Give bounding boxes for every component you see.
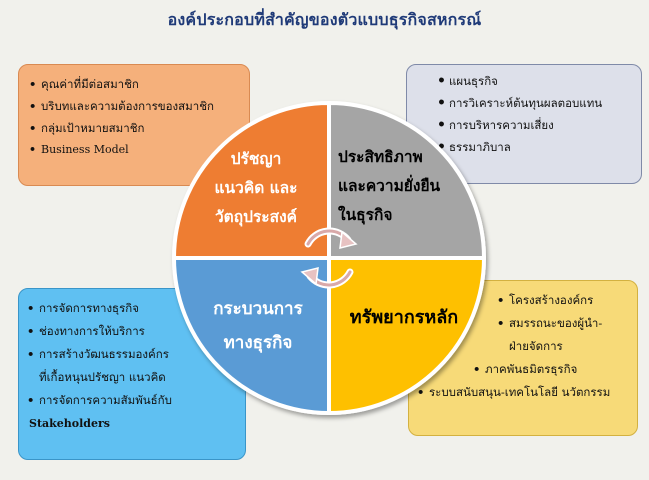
label-line: กระบวนการ [213, 299, 303, 319]
box-item: การบริหารความเสี่ยง [435, 114, 635, 136]
label-line: ปรัชญา [230, 149, 282, 168]
quadrant-label-process: กระบวนการ ทางธุรกิจ [196, 292, 320, 360]
label-line: แนวคิด และ [214, 178, 298, 197]
label-line: ในธุรกิจ [338, 205, 393, 224]
quadrant-label-efficiency: ประสิทธิภาพ และความยั่งยืน ในธุรกิจ [338, 142, 478, 229]
box-item: กลุ่มเป้าหมายสมาชิก [27, 117, 241, 139]
quadrant-resources [327, 256, 487, 416]
quadrant-efficiency [327, 100, 487, 260]
quadrant-process [171, 256, 331, 416]
box-item: โครงสร้างองค์กร [495, 289, 633, 312]
box-item: ระบบสนับสนุน-เทคโนโลยี นวัตกรรม [415, 381, 633, 404]
box-item: การวิเคราะห์ต้นทุนผลตอบแทน [435, 92, 635, 114]
box-item: การสร้างวัฒนธรรมองค์กร [25, 343, 239, 366]
quadrant-philosophy [171, 100, 331, 260]
box-item: คุณค่าที่มีต่อสมาชิก [27, 73, 241, 95]
box-item: ที่เกื้อหนุนปรัชญา แนวคิด [39, 370, 166, 384]
box-item: Stakeholders [29, 417, 110, 430]
box-item: ฝ่ายจัดการ [509, 339, 563, 353]
quadrant-label-resources: ทรัพยากรหลัก [334, 305, 474, 331]
box-item: บริบทและความต้องการของสมาชิก [27, 95, 241, 117]
box-item: สมรรถนะของผู้นำ- [495, 312, 633, 335]
box-item: Business Model [27, 139, 241, 161]
box-item: การจัดการความสัมพันธ์กับ [25, 389, 239, 412]
diagram-title: องค์ประกอบที่สำคัญของตัวแบบธุรกิจสหกรณ์ [167, 10, 482, 29]
label-line: ประสิทธิภาพ [338, 147, 423, 166]
label-line: วัตถุประสงค์ [214, 207, 298, 226]
label-line: และความยั่งยืน [338, 176, 441, 195]
box-item: ช่องทางการให้บริการ [25, 320, 239, 343]
box-item: ธรรมาภิบาล [435, 136, 635, 158]
box-item: ภาคพันธมิตรธุรกิจ [471, 358, 633, 381]
label-line: ทรัพยากรหลัก [349, 307, 459, 328]
label-line: ทางธุรกิจ [223, 333, 293, 353]
box-item: การจัดการทางธุรกิจ [25, 297, 239, 320]
box-item: แผนธุรกิจ [435, 70, 635, 92]
quadrant-label-philosophy: ปรัชญา แนวคิด และ วัตถุประสงค์ [196, 144, 316, 231]
